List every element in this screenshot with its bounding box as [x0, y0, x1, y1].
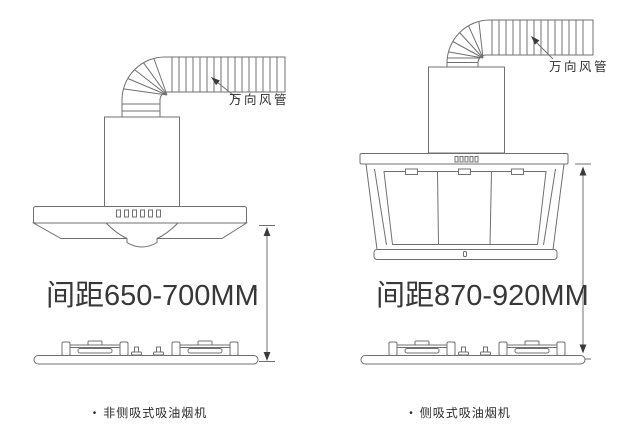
gas-stove-left — [33, 340, 259, 365]
duct-label-left: 万向风管 — [229, 93, 290, 107]
hood-buttons-left — [116, 209, 161, 218]
dimension-arrow-right — [575, 163, 591, 360]
flexible-duct-left — [121, 56, 286, 118]
caption-left: • 非侧吸式吸油烟机 — [0, 404, 300, 421]
caption-left-text: 非侧吸式吸油烟机 — [103, 406, 208, 420]
dimension-arrow-left — [250, 225, 275, 362]
gas-stove-right — [360, 340, 586, 365]
caption-right-text: 侧吸式吸油烟机 — [419, 406, 511, 420]
bullet-icon: • — [92, 408, 98, 419]
duct-label-right: 万向风管 — [549, 60, 610, 74]
leader-arrow-left — [211, 77, 241, 101]
range-hood-right — [359, 66, 569, 260]
leader-arrow-right — [531, 36, 554, 60]
hood-buttons-right — [454, 156, 479, 163]
range-hood-left — [31, 116, 249, 248]
flexible-duct-right — [446, 19, 594, 68]
caption-right: • 侧吸式吸油烟机 — [330, 404, 590, 421]
spacing-label-right: 间距870-920MM — [376, 280, 589, 312]
bullet-icon: • — [409, 408, 414, 419]
spacing-label-left: 间距650-700MM — [46, 280, 259, 312]
